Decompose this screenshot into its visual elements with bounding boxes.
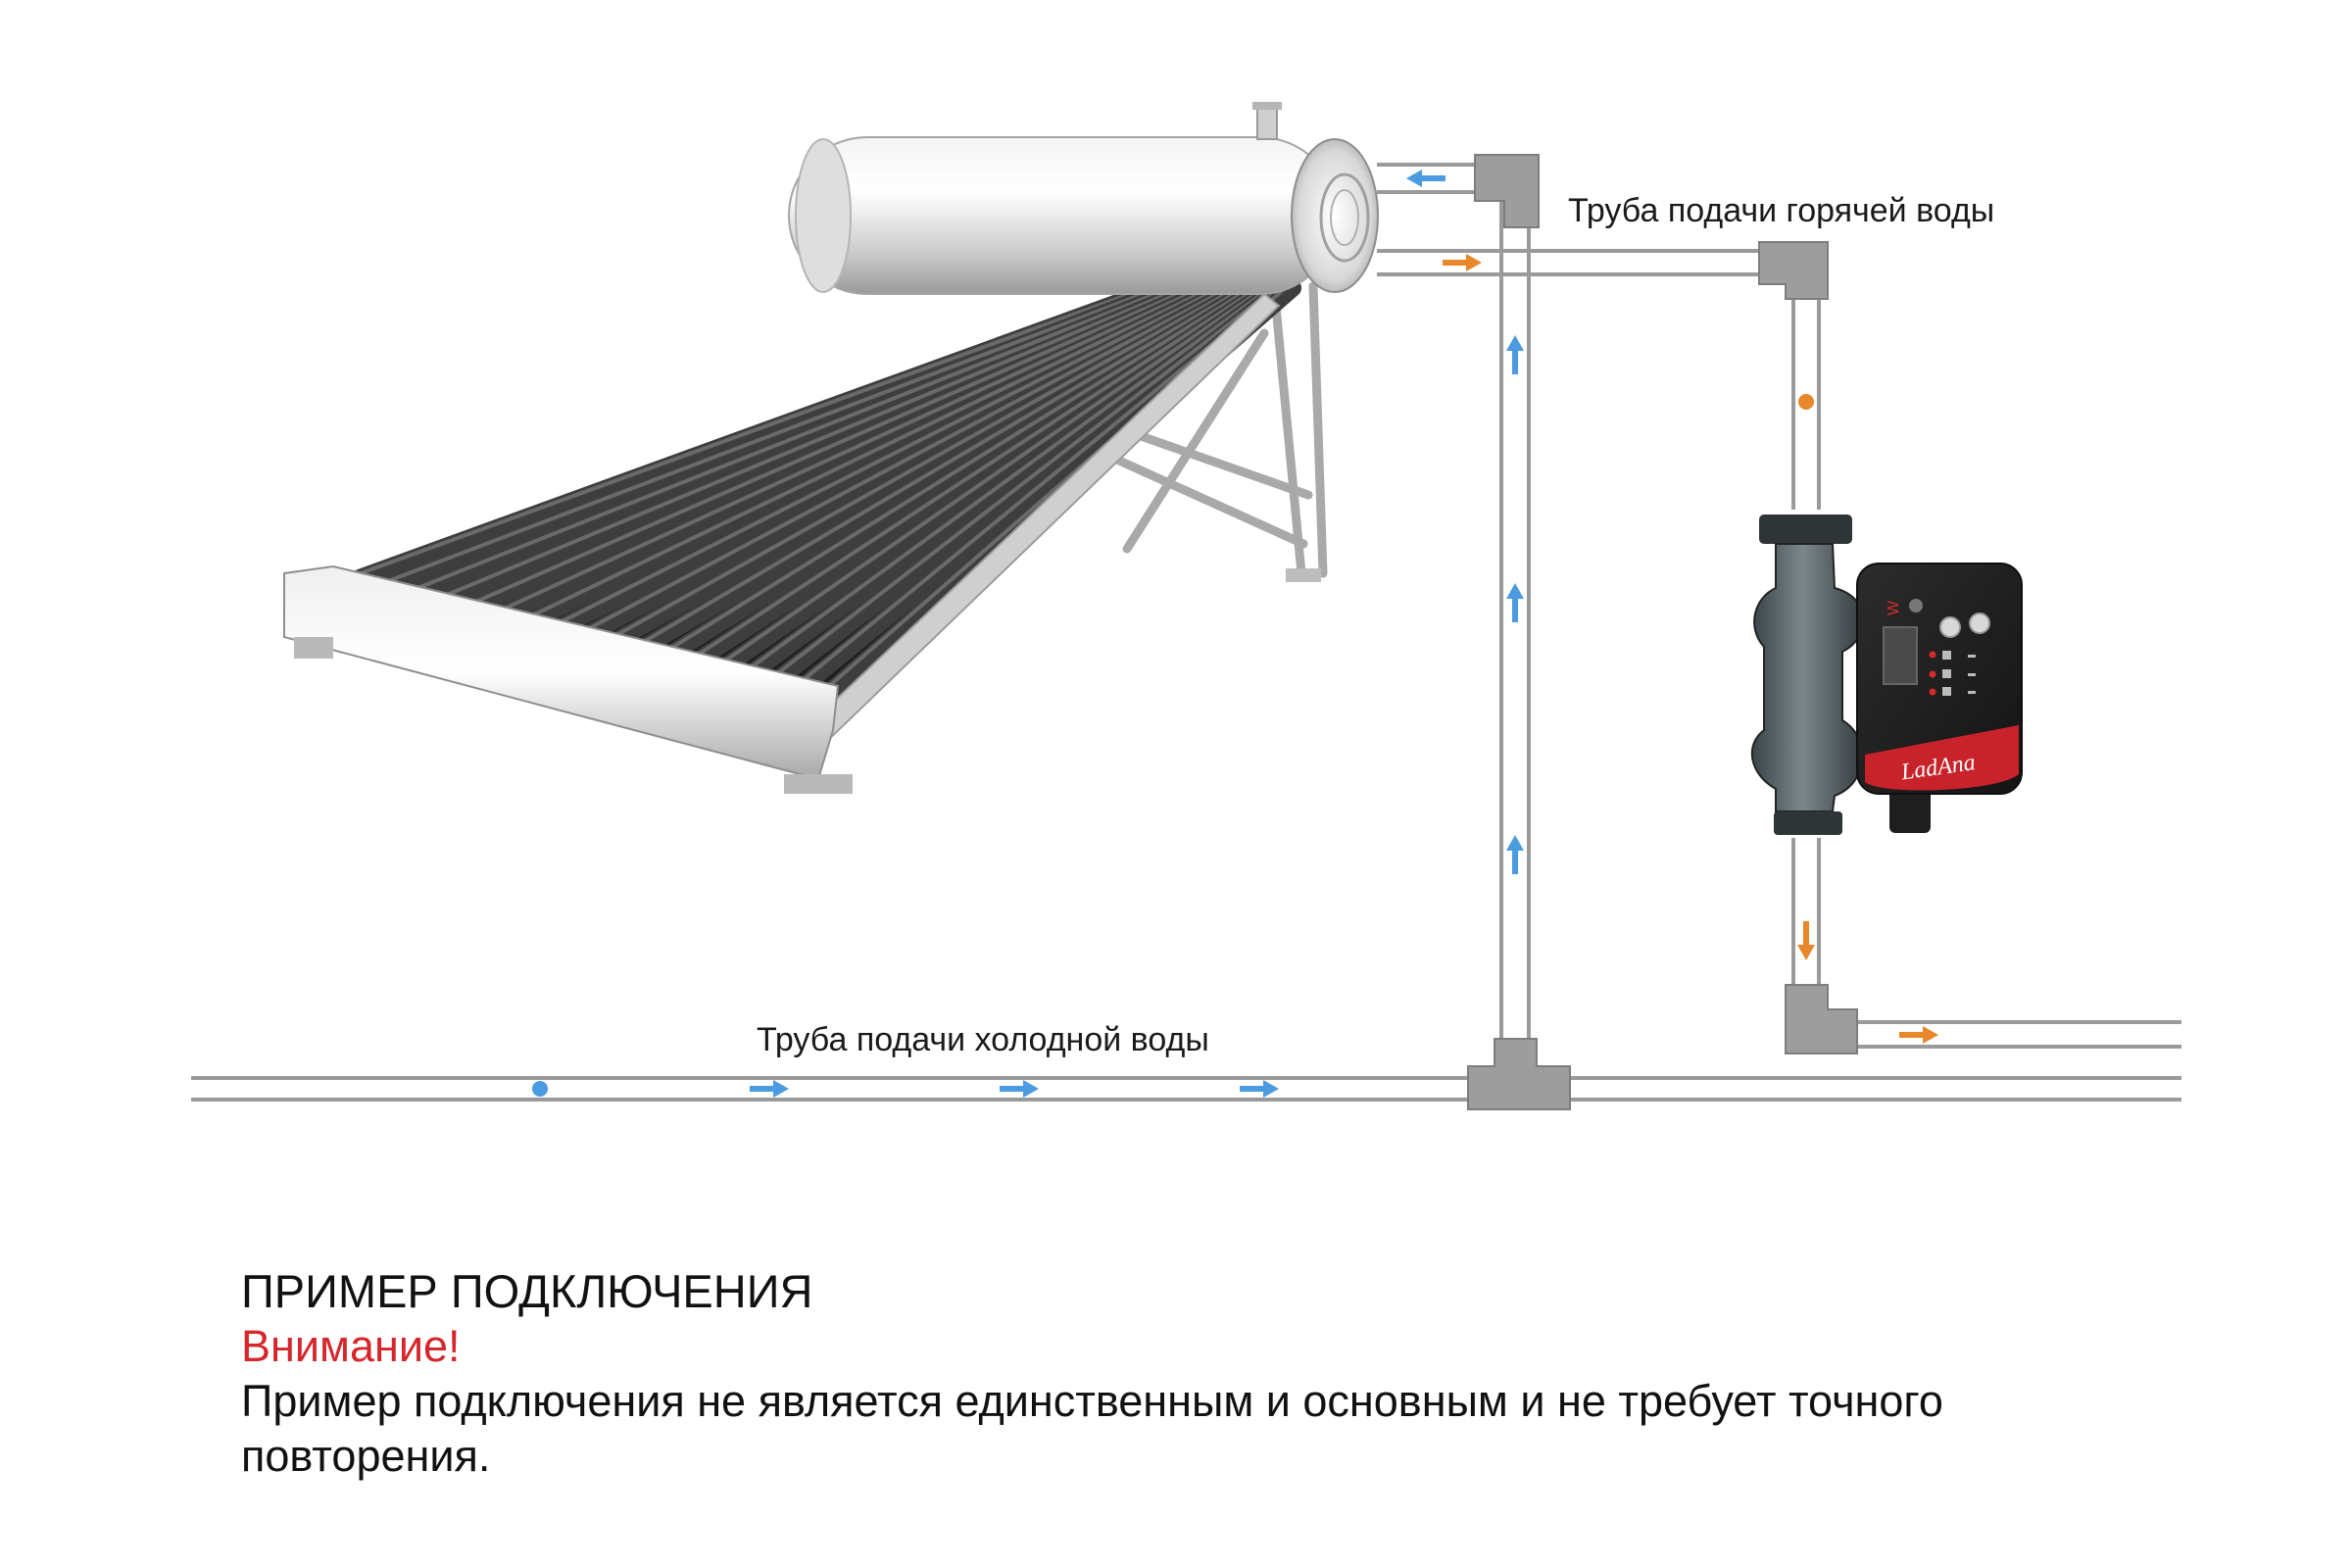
front-foot-right xyxy=(784,774,853,794)
pump-indicator-lights xyxy=(1929,651,1936,696)
pump-setting-marks xyxy=(1942,651,1976,696)
disclaimer-text: Пример подключения не является единствен… xyxy=(241,1376,1943,1481)
bottom-rail xyxy=(283,564,840,781)
solar-water-heater xyxy=(283,102,1379,794)
top-elbow-fitting xyxy=(1474,154,1540,228)
vacuum-tube-highlight xyxy=(557,263,1274,647)
water-tank xyxy=(788,102,1379,295)
support-foot xyxy=(1286,568,1321,582)
vacuum-tube-highlight xyxy=(608,268,1278,664)
pump-top-flange xyxy=(1759,514,1852,544)
pump-bottom-flange xyxy=(1774,811,1842,835)
cold-flow-dot-icon xyxy=(532,1081,548,1097)
vacuum-tube-highlight xyxy=(734,278,1288,708)
cold-flow-arrow-icon xyxy=(1240,1080,1279,1098)
cold-flow-arrow-icon xyxy=(1506,583,1524,622)
hot-flow-arrow-icon xyxy=(1443,254,1482,271)
pump-mode-button-icon xyxy=(1939,616,1961,638)
flow-arrows xyxy=(532,170,1938,1098)
vacuum-tube-highlight xyxy=(531,261,1272,638)
pump-mode-letter: W xyxy=(1886,600,1902,615)
hot-flow-arrow-icon xyxy=(1899,1026,1938,1044)
vacuum-tube-highlight xyxy=(354,246,1258,577)
hot-flow-dot-icon xyxy=(1798,394,1814,410)
connection-example-title: ПРИМЕР ПОДКЛЮЧЕНИЯ xyxy=(241,1265,813,1317)
pump-power-button-icon xyxy=(1969,612,1990,634)
pump-brand-plate xyxy=(1865,725,2019,791)
cold-flow-arrow-icon xyxy=(1406,170,1446,187)
vacuum-tube-highlight xyxy=(658,271,1282,682)
pipe-network xyxy=(191,163,2181,1102)
hot-flow-arrow-icon xyxy=(1797,921,1815,960)
vacuum-tube-highlight xyxy=(633,270,1280,673)
pump-body xyxy=(1750,543,1865,812)
vacuum-tube-highlight xyxy=(683,274,1284,690)
pump-led-icon xyxy=(1909,599,1923,612)
vacuum-tube-highlight xyxy=(481,257,1268,620)
hot-water-pipe-label: Труба подачи горячей воды xyxy=(1568,192,1995,229)
vacuum-tube-highlight xyxy=(582,266,1276,656)
cold-water-pipe-label: Труба подачи холодной воды xyxy=(757,1021,1209,1058)
tee-fitting xyxy=(1467,1038,1571,1110)
cold-flow-arrow-icon xyxy=(750,1080,789,1098)
cold-flow-arrow-icon xyxy=(1506,835,1524,874)
notes-block: ПРИМЕР ПОДКЛЮЧЕНИЯ Внимание! Пример подк… xyxy=(241,1264,2201,1484)
cold-flow-arrow-icon xyxy=(1506,335,1524,374)
vacuum-tube-highlight xyxy=(430,252,1264,604)
vacuum-tube-highlight xyxy=(456,255,1266,612)
warning-label: Внимание! xyxy=(241,1321,461,1371)
pump-display xyxy=(1883,626,1918,685)
front-foot-left xyxy=(294,637,333,659)
vacuum-tube-highlight xyxy=(709,276,1286,699)
pipe-fittings xyxy=(1467,154,1858,1110)
hot-elbow-fitting xyxy=(1758,241,1829,300)
vacuum-tube-highlight xyxy=(405,250,1262,595)
cold-flow-arrow-icon xyxy=(1000,1080,1039,1098)
vent-pipe xyxy=(1256,105,1278,140)
lower-elbow-fitting xyxy=(1785,984,1858,1054)
vacuum-tube-highlight xyxy=(379,248,1260,586)
vacuum-tube-highlight xyxy=(506,259,1270,629)
vacuum-tubes xyxy=(351,242,1302,735)
circulation-pump: W LadAna xyxy=(1750,514,2023,835)
